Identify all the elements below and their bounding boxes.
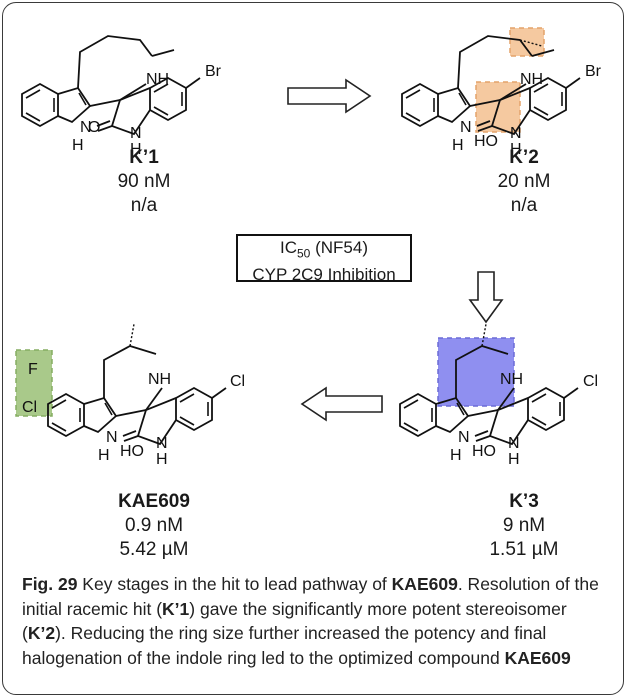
compound-cyp: 5.42 µM	[119, 539, 189, 560]
atom-h: H	[156, 451, 168, 468]
atom-h: H	[450, 447, 462, 464]
compound-ic50: 90 nM	[117, 171, 171, 192]
atom-n: N	[460, 119, 472, 136]
figure-caption: Fig. 29 Key stages in the hit to lead pa…	[22, 572, 612, 670]
atom-f: F	[28, 361, 38, 378]
arrow-down	[468, 271, 504, 324]
legend-cyp: CYP 2C9 Inhibition	[252, 265, 396, 285]
atom-n: N	[130, 125, 142, 142]
compound-ic50: 9 nM	[502, 515, 546, 536]
structure-k2: NH Br N H HO N H	[401, 27, 602, 158]
atom-n: N	[80, 119, 92, 136]
atom-ho: HO	[120, 443, 144, 460]
legend-nf54: (NF54)	[310, 238, 368, 257]
atom-nh: NH	[500, 371, 523, 388]
atom-br: Br	[585, 63, 602, 80]
legend-sub: 50	[297, 246, 311, 261]
compound-ic50: 20 nM	[497, 171, 551, 192]
atom-h: H	[130, 141, 142, 158]
compound-cyp: n/a	[510, 195, 538, 216]
atom-cl: Cl	[230, 373, 245, 390]
atom-h: H	[508, 451, 520, 468]
atom-n: N	[156, 435, 168, 452]
structure-k1: NH Br N H O N H	[21, 35, 222, 158]
caption-bold: KAE609	[504, 647, 571, 668]
atom-o: O	[88, 119, 100, 136]
atom-h: H	[98, 447, 110, 464]
arrow-left	[300, 386, 383, 422]
highlight-orange-top	[509, 27, 545, 57]
caption-text: Key stages in the hit to lead pathway of	[77, 574, 392, 594]
atom-h: H	[452, 137, 464, 154]
arrow-right	[287, 78, 372, 114]
legend-ic: IC	[280, 238, 297, 257]
atom-cl: Cl	[22, 399, 37, 416]
compound-name: KAE609	[118, 491, 190, 512]
reaction-scheme: NH Br N H O N H NH Br N H HO N H	[15, 27, 602, 468]
atom-n: N	[508, 435, 520, 452]
structure-k3: NH Cl N H HO N H	[399, 323, 598, 468]
compound-ic50: 0.9 nM	[124, 515, 184, 536]
caption-bold: KAE609	[391, 574, 458, 594]
label-kae609: KAE609 0.9 nM 5.42 µM	[84, 490, 224, 562]
label-k1: K’1 90 nM n/a	[74, 146, 214, 218]
caption-bold: K’2	[27, 623, 56, 643]
highlight-green	[15, 349, 53, 417]
legend-box: IC50 (NF54) CYP 2C9 Inhibition	[236, 234, 412, 285]
compound-name: K’3	[509, 491, 539, 512]
caption-text: ). Reducing the ring size further increa…	[22, 623, 547, 668]
compound-cyp: n/a	[130, 195, 158, 216]
structure-kae609: F Cl NH Cl N H HO N H	[15, 323, 245, 468]
atom-nh: NH	[146, 71, 169, 88]
caption-text: ) gave the significantly more potent ste…	[22, 598, 567, 644]
compound-name: K’2	[509, 147, 539, 168]
compound-name: K’1	[129, 147, 159, 168]
caption-text: . Resolution of the initial racemic hit …	[22, 574, 599, 619]
atom-ho: HO	[474, 133, 498, 150]
figure-frame	[2, 2, 624, 695]
atom-h: H	[72, 137, 84, 154]
caption-label: Fig. 29	[22, 574, 78, 594]
atom-ho: HO	[472, 443, 496, 460]
label-k3: K’3 9 nM 1.51 µM	[454, 490, 594, 562]
atom-h: H	[510, 141, 522, 158]
atom-br: Br	[205, 63, 222, 80]
label-k2: K’2 20 nM n/a	[454, 146, 594, 218]
atom-n: N	[106, 429, 118, 446]
atom-cl: Cl	[583, 373, 598, 390]
caption-bold: K’1	[162, 598, 190, 619]
atom-nh: NH	[520, 71, 543, 88]
atom-nh: NH	[148, 371, 171, 388]
atom-n: N	[510, 125, 522, 142]
atom-n: N	[458, 429, 470, 446]
compound-cyp: 1.51 µM	[489, 539, 559, 560]
